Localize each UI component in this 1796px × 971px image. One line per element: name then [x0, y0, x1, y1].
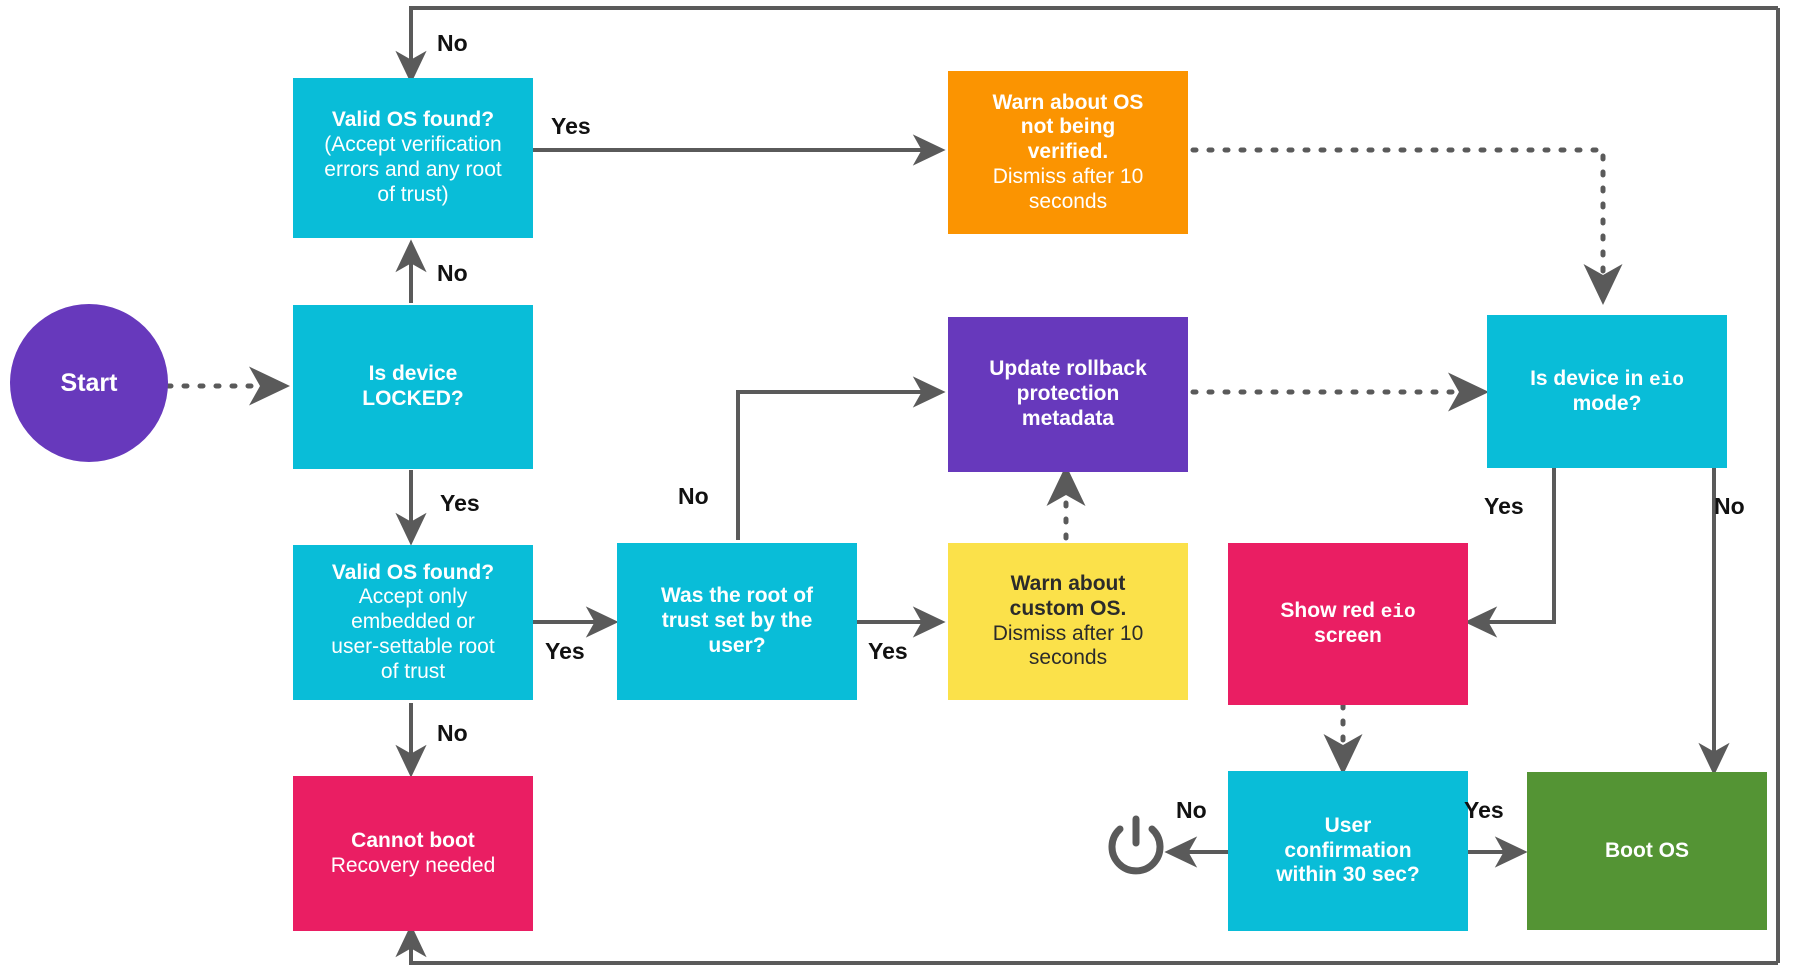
node-warn-unverified[interactable]: Warn about OS not being verified. Dismis…: [948, 71, 1188, 234]
node-valid-os-unlocked-title: Valid OS found?: [331, 108, 495, 132]
node-update-rollback-line2: protection: [1016, 382, 1120, 406]
node-warn-unverified-title2: not being: [1020, 115, 1116, 139]
node-is-device-eio[interactable]: Is device in eio mode?: [1487, 315, 1727, 468]
node-show-red-eio[interactable]: Show red eio screen: [1228, 543, 1468, 705]
node-update-rollback[interactable]: Update rollback protection metadata: [948, 317, 1188, 472]
edge-label-locked-no-top: No: [437, 30, 468, 56]
edge-label-locked-yes: Yes: [440, 490, 480, 516]
node-user-confirmation-line2: confirmation: [1284, 838, 1412, 862]
node-warn-unverified-sub1: Dismiss after 10: [992, 164, 1144, 188]
node-warn-unverified-title3: verified.: [1027, 140, 1109, 164]
edge-warn-to-eio: [1190, 147, 1623, 306]
node-is-device-eio-line2: mode?: [1572, 391, 1642, 415]
node-cannot-boot[interactable]: Cannot boot Recovery needed: [293, 776, 533, 931]
edge-label-confirm-no: No: [1176, 797, 1207, 823]
node-is-device-locked-line1: Is device: [368, 362, 458, 386]
node-boot-os-label: Boot OS: [1605, 838, 1689, 862]
node-is-device-locked[interactable]: Is device LOCKED?: [293, 305, 533, 469]
node-warn-unverified-title1: Warn about OS: [992, 90, 1144, 114]
edge-label-confirm-yes: Yes: [1464, 797, 1504, 823]
node-warn-custom-os[interactable]: Warn about custom OS. Dismiss after 10 s…: [948, 543, 1188, 700]
node-root-of-trust-user-line2: trust set by the: [661, 609, 813, 633]
edge-label-validos-unlocked-yes: Yes: [551, 113, 591, 139]
node-user-confirmation-line3: within 30 sec?: [1276, 863, 1420, 887]
power-icon: [1108, 815, 1164, 875]
node-is-device-eio-mono: eio: [1649, 368, 1684, 391]
node-show-red-eio-prefix: Show red: [1280, 599, 1381, 623]
node-show-red-eio-line2: screen: [1314, 624, 1382, 647]
node-root-of-trust-user[interactable]: Was the root of trust set by the user?: [617, 543, 857, 700]
edge-label-eio-yes: Yes: [1484, 493, 1524, 519]
power-off-icon-wrapper: [1103, 812, 1169, 882]
node-is-device-eio-prefix: Is device in: [1530, 366, 1650, 390]
node-valid-os-locked-sub1: Accept only: [358, 585, 468, 609]
node-valid-os-unlocked[interactable]: Valid OS found? (Accept verification err…: [293, 78, 533, 238]
node-cannot-boot-title: Cannot boot: [351, 828, 475, 852]
node-valid-os-unlocked-sub3: of trust): [377, 182, 449, 206]
node-warn-custom-os-title1: Warn about: [1010, 571, 1126, 595]
node-valid-os-locked-title: Valid OS found?: [331, 560, 495, 584]
node-boot-os[interactable]: Boot OS: [1527, 772, 1767, 930]
node-update-rollback-line1: Update rollback: [989, 357, 1147, 381]
node-show-red-eio-mono: eio: [1380, 601, 1416, 624]
node-warn-custom-os-title2: custom OS.: [1009, 596, 1127, 620]
edge-bottom-loop: [395, 924, 1778, 965]
node-start-label: Start: [60, 368, 118, 397]
node-warn-custom-os-sub2: seconds: [1028, 646, 1108, 670]
node-is-device-locked-line2: LOCKED?: [362, 387, 464, 410]
edge-label-locked-no: No: [437, 260, 468, 286]
node-valid-os-unlocked-sub1: (Accept verification: [324, 133, 502, 157]
edge-top-no-loop: [395, 6, 1778, 84]
node-warn-custom-os-sub1: Dismiss after 10: [992, 621, 1144, 645]
edge-label-validoslocked-no: No: [437, 720, 468, 746]
edge-label-validoslocked-yes: Yes: [545, 638, 585, 664]
edge-roottrust-no: [736, 376, 946, 540]
edge-label-eio-no: No: [1714, 493, 1745, 519]
node-user-confirmation-line1: User: [1324, 813, 1372, 837]
node-user-confirmation[interactable]: User confirmation within 30 sec?: [1228, 771, 1468, 931]
node-start[interactable]: Start: [10, 304, 168, 462]
node-valid-os-locked-sub2: embedded or: [351, 610, 475, 634]
node-cannot-boot-sub: Recovery needed: [330, 853, 496, 877]
node-warn-unverified-sub2: seconds: [1028, 189, 1108, 213]
edge-label-roottrust-no: No: [678, 483, 709, 509]
node-update-rollback-line3: metadata: [1021, 406, 1115, 430]
edge-label-roottrust-yes: Yes: [868, 638, 908, 664]
node-valid-os-locked-sub4: of trust: [380, 659, 446, 683]
node-valid-os-unlocked-sub2: errors and any root: [324, 158, 502, 181]
node-valid-os-locked-sub3: user-settable root: [331, 634, 495, 658]
edge-eio-yes: [1464, 468, 1556, 638]
node-root-of-trust-user-line1: Was the root of: [660, 584, 814, 608]
node-root-of-trust-user-line3: user?: [708, 633, 766, 657]
node-valid-os-locked[interactable]: Valid OS found? Accept only embedded or …: [293, 545, 533, 700]
